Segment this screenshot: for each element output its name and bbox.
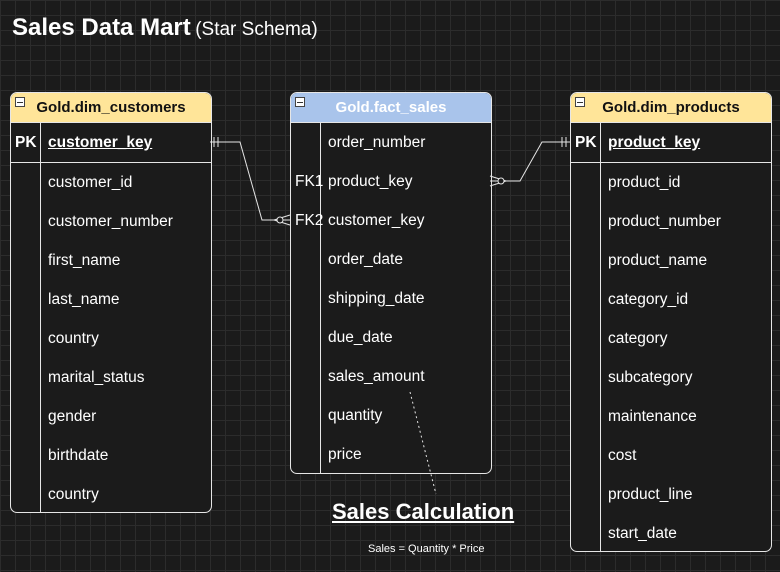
- field-name: order_number: [328, 134, 426, 151]
- field-name: price: [328, 446, 362, 463]
- field-row[interactable]: customer_number: [11, 202, 211, 241]
- field-row[interactable]: product_id: [571, 163, 771, 202]
- field-name: gender: [48, 408, 97, 425]
- field-row[interactable]: order_date: [291, 240, 491, 279]
- field-row[interactable]: first_name: [11, 241, 211, 280]
- field-row[interactable]: product_line: [571, 475, 771, 514]
- field-name: product_key: [328, 173, 413, 190]
- field-name: product_line: [608, 486, 693, 503]
- field-row[interactable]: gender: [11, 397, 211, 436]
- field-name: product_number: [608, 213, 721, 230]
- field-row[interactable]: price: [291, 435, 491, 473]
- field-row[interactable]: order_number: [291, 123, 491, 162]
- primary-key-row[interactable]: PK customer_key: [11, 123, 211, 163]
- key-column-divider: [11, 123, 41, 512]
- collapse-icon[interactable]: [15, 97, 25, 107]
- field-row[interactable]: marital_status: [11, 358, 211, 397]
- table-header[interactable]: Gold.fact_sales: [291, 93, 491, 123]
- field-row[interactable]: product_name: [571, 241, 771, 280]
- annotation-formula: Sales = Quantity * Price: [368, 543, 485, 555]
- field-name: quantity: [328, 407, 383, 424]
- field-row[interactable]: customer_id: [11, 163, 211, 202]
- field-name: product_id: [608, 174, 681, 191]
- zero-marker: [497, 177, 505, 185]
- field-row[interactable]: due_date: [291, 318, 491, 357]
- key-label: FK1: [295, 173, 324, 190]
- key-label: FK2: [295, 212, 324, 229]
- field-row[interactable]: sales_amount: [291, 357, 491, 396]
- annotation-title: Sales Calculation: [332, 499, 515, 524]
- field-name: customer_id: [48, 174, 133, 191]
- field-name: cost: [608, 447, 637, 464]
- field-row[interactable]: category: [571, 319, 771, 358]
- pk-field: product_key: [608, 134, 701, 151]
- collapse-icon[interactable]: [295, 97, 305, 107]
- field-row[interactable]: cost: [571, 436, 771, 475]
- field-name: product_name: [608, 252, 708, 269]
- table-name: Gold.fact_sales: [335, 99, 447, 116]
- field-name: country: [48, 486, 99, 503]
- field-name: shipping_date: [328, 290, 425, 307]
- field-name: customer_number: [48, 213, 173, 230]
- annotation-link: [409, 391, 437, 495]
- zero-marker: [276, 216, 284, 224]
- primary-key-row[interactable]: PK product_key: [571, 123, 771, 163]
- field-name: order_date: [328, 251, 403, 268]
- field-name: customer_key: [328, 212, 425, 229]
- field-row[interactable]: category_id: [571, 280, 771, 319]
- field-name: start_date: [608, 525, 677, 542]
- field-name: first_name: [48, 252, 121, 269]
- field-name: country: [48, 330, 99, 347]
- field-name: subcategory: [608, 369, 693, 386]
- field-row[interactable]: shipping_date: [291, 279, 491, 318]
- table-name: Gold.dim_products: [602, 99, 740, 116]
- field-row[interactable]: product_number: [571, 202, 771, 241]
- collapse-icon[interactable]: [575, 97, 585, 107]
- field-row[interactable]: start_date: [571, 514, 771, 551]
- page-title: Sales Data Mart (Star Schema): [12, 14, 318, 42]
- title-main: Sales Data Mart: [12, 14, 191, 41]
- field-row[interactable]: birthdate: [11, 436, 211, 475]
- pk-label: PK: [15, 134, 37, 151]
- field-name: birthdate: [48, 447, 109, 464]
- relationship-product-link: [490, 141, 570, 182]
- key-column-divider: [291, 123, 321, 473]
- field-name: due_date: [328, 329, 393, 346]
- field-name: maintenance: [608, 408, 697, 425]
- table-name: Gold.dim_customers: [36, 99, 186, 116]
- field-row[interactable]: subcategory: [571, 358, 771, 397]
- field-name: category_id: [608, 291, 689, 308]
- field-name: sales_amount: [328, 368, 425, 385]
- field-row[interactable]: country: [11, 475, 211, 512]
- pk-label: PK: [575, 134, 597, 151]
- pk-field: customer_key: [48, 134, 153, 151]
- field-row[interactable]: quantity: [291, 396, 491, 435]
- key-column-divider: [571, 123, 601, 551]
- table-dim-customers[interactable]: Gold.dim_customers PK customer_key custo…: [10, 92, 212, 513]
- table-header[interactable]: Gold.dim_customers: [11, 93, 211, 123]
- field-row[interactable]: maintenance: [571, 397, 771, 436]
- table-dim-products[interactable]: Gold.dim_products PK product_key product…: [570, 92, 772, 552]
- field-name: marital_status: [48, 369, 145, 386]
- field-name: category: [608, 330, 668, 347]
- title-sub: (Star Schema): [195, 19, 318, 40]
- table-header[interactable]: Gold.dim_products: [571, 93, 771, 123]
- relationship-customer-link: [210, 141, 290, 221]
- field-row[interactable]: country: [11, 319, 211, 358]
- field-row[interactable]: last_name: [11, 280, 211, 319]
- field-name: last_name: [48, 291, 120, 308]
